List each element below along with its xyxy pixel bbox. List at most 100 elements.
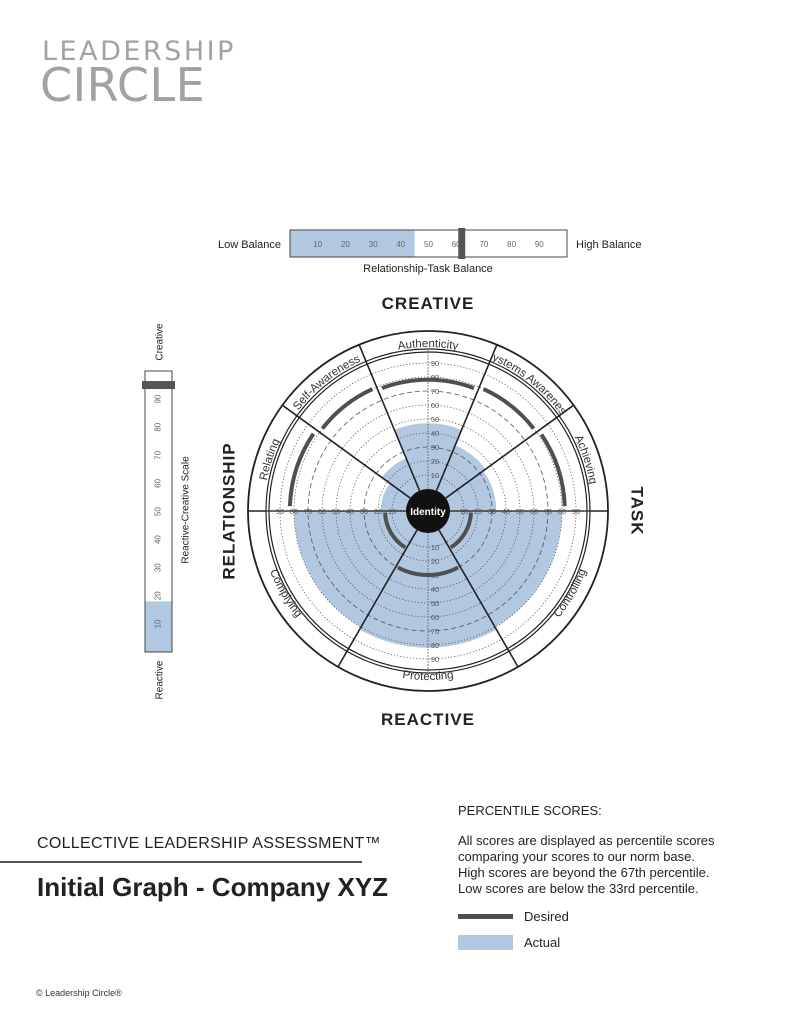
axis-tick-label: 20 [431,457,439,466]
axis-tick-label: 60 [318,507,326,516]
scale-tick-label: 50 [154,507,163,516]
sector-actual-fill [394,423,462,491]
axis-tick-label: 30 [488,507,496,516]
axis-tick-label: 80 [431,641,439,650]
scale-tick-label: 70 [154,450,163,459]
balance-frame [289,229,568,258]
sector-desired-arc [381,377,475,390]
balance-tick-label: 50 [424,240,433,249]
percentile-line: High scores are beyond the 67th percenti… [458,865,710,880]
balance-tick-label: 10 [313,240,322,249]
balance-tick-label: 90 [535,240,544,249]
scale-tick-label: 40 [154,535,163,544]
axis-tick-label: 40 [346,507,354,516]
sector-label-text: Systems Awareness [0,0,569,417]
scale-actual-fill [145,601,172,652]
sector-actual-fill [294,511,417,628]
quadrant-reactive: REACTIVE [381,710,475,729]
scale-tick-label: 80 [154,422,163,431]
sector-label: Protecting [402,669,454,683]
sector-desired-arc [320,387,374,430]
legend-desired-swatch [458,914,513,919]
axis-tick-label: 10 [388,507,396,516]
axis-tick-label: 20 [431,557,439,566]
axis-tick-label: 60 [431,613,439,622]
axis-tick-label: 60 [431,401,439,410]
axis-tick-label: 40 [431,429,439,438]
quadrant-relationship: RELATIONSHIP [219,442,238,579]
percentile-line: Low scores are below the 33rd percentile… [458,881,699,896]
sector-label-text: Protecting [402,669,454,683]
scale-tick-label: 90 [154,394,163,403]
axis-tick-label: 70 [431,387,439,396]
axis-tick-label: 50 [431,415,439,424]
balance-tick-label: 30 [369,240,378,249]
axis-tick-label: 50 [431,599,439,608]
legend-desired-label: Desired [524,909,569,924]
sector-label: Systems Awareness [0,0,569,417]
axis-tick-label: 70 [544,507,552,516]
sector-desired-arc [397,565,459,577]
sector-actual-fill [380,483,411,511]
balance-tick-label: 40 [396,240,405,249]
sector-divider [438,529,519,668]
axis-tick-label: 10 [431,543,439,552]
balance-tick-label: 80 [507,240,516,249]
balance-tick-label: 70 [479,240,488,249]
scale-tick-label: 60 [154,478,163,487]
scale-tick-label: 10 [154,619,163,628]
balance-actual-fill [290,230,415,257]
axis-tick-label: 20 [374,507,382,516]
balance-bar: Low Balance High Balance Relationship-Ta… [218,228,641,275]
scale-bottom-label: Reactive [155,660,166,699]
sector-desired-arc [482,387,536,430]
balance-tick-label: 60 [452,240,461,249]
logo-circle: CIRCLE [40,58,206,112]
copyright: © Leadership Circle® [36,988,122,998]
axis-tick-label: 70 [304,507,312,516]
sector-divider [435,344,498,491]
balance-caption: Relationship-Task Balance [363,263,493,275]
axis-tick-label: 30 [360,507,368,516]
sector-label: Complying [267,568,304,620]
axis-tick-label: 50 [516,507,524,516]
divider [0,861,362,863]
balance-high-label: High Balance [576,239,641,251]
scale-frame [144,370,173,653]
percentile-line: comparing your scores to our norm base. [458,849,695,864]
scale-caption: Reactive-Creative Scale [181,456,192,564]
axis-tick-label: 60 [530,507,538,516]
quadrant-creative: CREATIVE [382,294,475,313]
scale-tick-label: 30 [154,563,163,572]
sector-label: Controlling [552,567,589,620]
axis-tick-label: 40 [502,507,510,516]
axis-tick-label: 40 [431,585,439,594]
sector-label-text: Authenticity [397,338,459,353]
sector-divider [337,529,418,668]
axis-tick-label: 80 [431,373,439,382]
assessment-subtitle: COLLECTIVE LEADERSHIP ASSESSMENT™ [37,835,381,852]
axis-tick-label: 90 [276,507,284,516]
circle-chart: 10 10 10 10 20 20 20 20 30 30 30 30 40 40 40 40 50 50 50 50… [0,0,647,729]
sector-actual-fill [439,511,562,628]
axis-tick-label: 90 [572,507,580,516]
legend-actual-label: Actual [524,935,561,950]
axis-tick-label: 10 [460,507,468,516]
percentile-line: All scores are displayed as percentile s… [458,833,715,848]
logo-leadership: LEADERSHIP [42,36,236,67]
axis-tick-label: 10 [431,471,439,480]
balance-low-label: Low Balance [218,239,281,251]
page-title: Initial Graph - Company XYZ [37,872,389,902]
scale-top-label: Creative [155,323,166,361]
balance-tick-label: 20 [341,240,350,249]
axis-tick-label: 90 [431,359,439,368]
sector-desired-arc [539,433,567,507]
identity-label: Identity [410,507,446,518]
axis-tick-label: 30 [431,443,439,452]
sector-divider [358,344,421,491]
legend-actual-swatch [458,935,513,950]
axis-tick-label: 80 [558,507,566,516]
scale-tick-label: 20 [154,591,163,600]
